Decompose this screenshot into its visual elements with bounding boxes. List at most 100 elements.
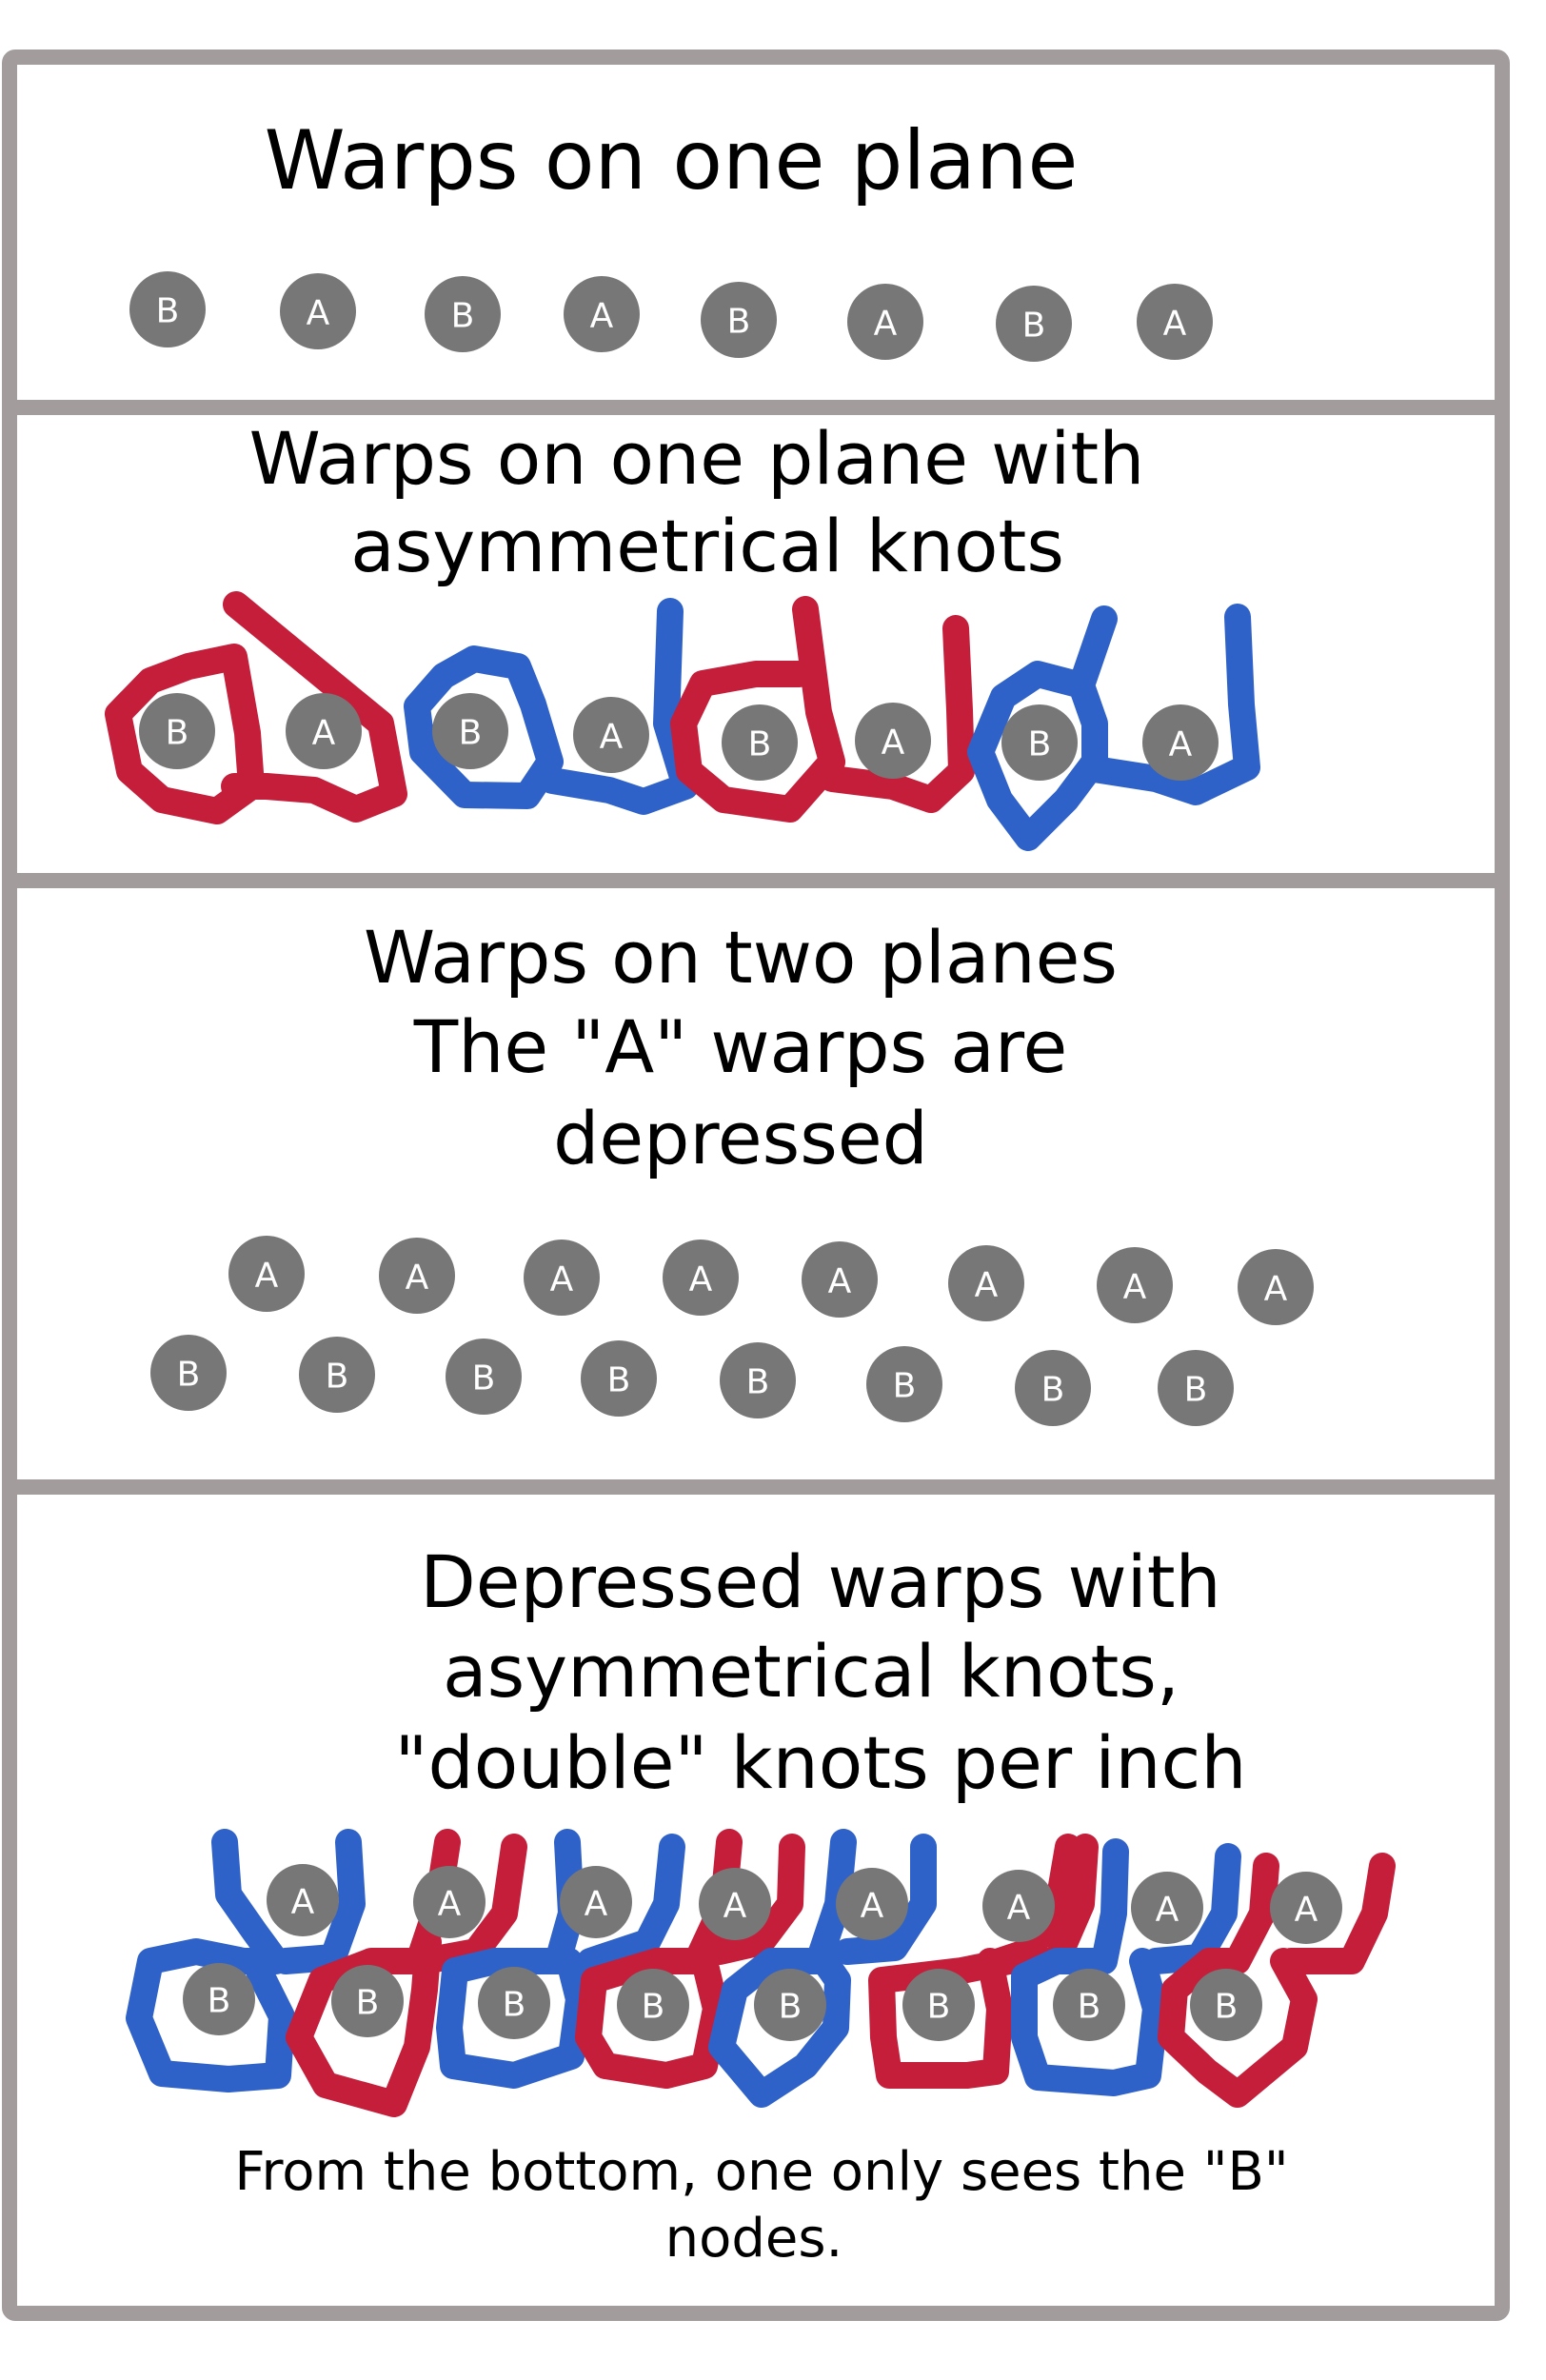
panel-4-lower-warp-4: B <box>617 1969 689 2041</box>
panel-1-warp-node-5 <box>701 282 777 358</box>
panel-3-lower-warp-label-7: B <box>1041 1371 1065 1410</box>
panel-3-upper-warp-label-8: A <box>1264 1270 1288 1309</box>
panel-2-warp-node-1 <box>139 693 215 769</box>
panel-2-warp-5: B <box>722 704 798 781</box>
panel-3-lower-warp-node-8 <box>1158 1350 1234 1426</box>
panel-1-warp-label-6: A <box>874 305 898 344</box>
panel-1-warp-label-2: A <box>307 294 330 333</box>
panel-3-lower-warp-label-6: B <box>893 1367 917 1406</box>
panel-4-lower-warp-3: B <box>478 1967 550 2039</box>
panel-4-lower-warp-node-6 <box>902 1969 975 2041</box>
panel-3-lower-warp-8: B <box>1158 1350 1234 1426</box>
panel-3-upper-warp-4: A <box>663 1240 739 1316</box>
panel-3-upper-warp-7: A <box>1097 1247 1173 1323</box>
panel-1-warp-4: A <box>564 276 640 352</box>
panel-2-knot-4-blue <box>967 604 1260 851</box>
panel-3-upper-warp-5: A <box>802 1241 878 1318</box>
panel-3-title-line-1: Warps on two planes <box>364 915 1118 1000</box>
panel-1-warp-2: A <box>280 273 356 349</box>
panel-3-upper-warp-1: A <box>228 1236 305 1312</box>
panel-2-warp-2: A <box>286 693 362 769</box>
panel-2-warp-node-6 <box>855 703 931 779</box>
panel-2-warp-node-8 <box>1142 704 1219 781</box>
panel-3-lower-warp-label-1: B <box>177 1356 201 1395</box>
panel-1-warp-node-7 <box>996 286 1072 362</box>
panel-3-lower-warp-label-5: B <box>746 1363 770 1402</box>
panel-4-title-line-3: "double" knots per inch <box>395 1720 1247 1805</box>
panel-1-warp-node-4 <box>564 276 640 352</box>
panel-3-lower-warp-2: B <box>299 1337 375 1413</box>
panel-2-knot-2-blue <box>404 598 699 815</box>
panel-4-upper-warp-6: A <box>982 1870 1055 1942</box>
panel-3-lower-warp-label-4: B <box>607 1361 631 1400</box>
panel-2-warp-label-6: A <box>882 724 905 763</box>
panel-2-warp-4: A <box>573 697 649 773</box>
panel-4-upper-warp-label-3: A <box>585 1885 608 1924</box>
panel-1-warp-label-1: B <box>156 292 180 331</box>
panel-4-upper-warp-node-1 <box>267 1864 339 1936</box>
panel-4-upper-warp-node-4 <box>699 1868 771 1940</box>
panel-depressed-asym-knots: Depressed warps with asymmetrical knots,… <box>126 1539 1396 2270</box>
panel-4-lower-warp-label-2: B <box>356 1984 380 2023</box>
panel-4-upper-warp-label-2: A <box>438 1885 462 1924</box>
panel-4-lower-warp-8: B <box>1190 1969 1262 2041</box>
panel-4-lower-warp-5: B <box>754 1969 826 2041</box>
panel-4-caption-line-2: nodes. <box>665 2208 843 2270</box>
panel-2-knot-1-red <box>105 591 407 824</box>
panel-4-knot-5-blue <box>708 1829 937 2108</box>
panel-2-warp-node-4 <box>573 697 649 773</box>
panel-4-lower-warp-label-6: B <box>927 1988 951 2027</box>
panel-2-title-line-2: asymmetrical knots <box>350 504 1064 588</box>
panel-1-warp-label-4: A <box>590 297 614 336</box>
panel-2-warp-node-5 <box>722 704 798 781</box>
panel-4-lower-warp-label-5: B <box>779 1988 803 2027</box>
panel-4-upper-warp-node-8 <box>1270 1872 1342 1944</box>
panel-4-lower-warp-node-5 <box>754 1969 826 2041</box>
panel-3-lower-warp-node-5 <box>720 1342 796 1418</box>
panel-3-upper-warp-node-3 <box>524 1240 600 1316</box>
panel-4-lower-warp-node-3 <box>478 1967 550 2039</box>
panel-4-upper-warp-label-1: A <box>291 1883 315 1922</box>
panel-1-warp-node-2 <box>280 273 356 349</box>
panel-3-title-line-3: depressed <box>553 1096 928 1180</box>
panel-4-title-line-2: asymmetrical knots, <box>443 1629 1179 1714</box>
panel-4-upper-warp-node-7 <box>1131 1872 1203 1944</box>
panel-3-title-line-2: The "A" warps are <box>413 1004 1067 1089</box>
panel-1-warp-label-8: A <box>1163 305 1187 344</box>
panel-2-warp-6: A <box>855 703 931 779</box>
panel-4-lower-warp-label-4: B <box>642 1988 665 2027</box>
panel-1-warp-label-3: B <box>451 297 475 336</box>
panel-1-warp-node-6 <box>847 284 923 360</box>
panel-2-warp-label-5: B <box>748 725 772 764</box>
panel-4-lower-warp-node-2 <box>331 1965 404 2037</box>
panel-1-warp-8: A <box>1137 284 1213 360</box>
panel-4-lower-warp-7: B <box>1053 1969 1125 2041</box>
panel-3-lower-warp-4: B <box>581 1340 657 1417</box>
panel-3-upper-warp-2: A <box>379 1238 455 1314</box>
panel-4-upper-warp-7: A <box>1131 1872 1203 1944</box>
panel-3-lower-warp-node-4 <box>581 1340 657 1417</box>
panel-3-upper-warp-label-3: A <box>550 1260 574 1299</box>
panel-1-warp-5: B <box>701 282 777 358</box>
panel-4-title-line-1: Depressed warps with <box>420 1539 1220 1624</box>
panel-1-title-line-1: Warps on one plane <box>265 113 1079 208</box>
panel-3-lower-warp-node-3 <box>446 1339 522 1415</box>
panel-3-upper-warp-label-5: A <box>828 1262 852 1301</box>
panel-3-upper-warp-label-2: A <box>406 1259 429 1298</box>
panel-2-warp-1: B <box>139 693 215 769</box>
panel-3-upper-warp-node-6 <box>948 1245 1024 1321</box>
panel-4-knot-3-blue <box>436 1829 685 2089</box>
panel-2-warp-node-7 <box>1001 704 1078 781</box>
panel-3-upper-warp-node-1 <box>228 1236 305 1312</box>
panel-3-upper-warp-label-1: A <box>255 1257 279 1296</box>
panel-1-warp-7: B <box>996 286 1072 362</box>
panel-1-warp-node-3 <box>425 276 501 352</box>
panel-3-lower-warp-label-8: B <box>1184 1371 1208 1410</box>
panel-3-upper-warp-node-8 <box>1238 1249 1314 1325</box>
panel-4-upper-warp-label-6: A <box>1007 1889 1031 1928</box>
panel-one-plane-asym-knots: Warps on one plane with asymmetrical kno… <box>105 416 1260 851</box>
panel-4-upper-warp-4: A <box>699 1868 771 1940</box>
